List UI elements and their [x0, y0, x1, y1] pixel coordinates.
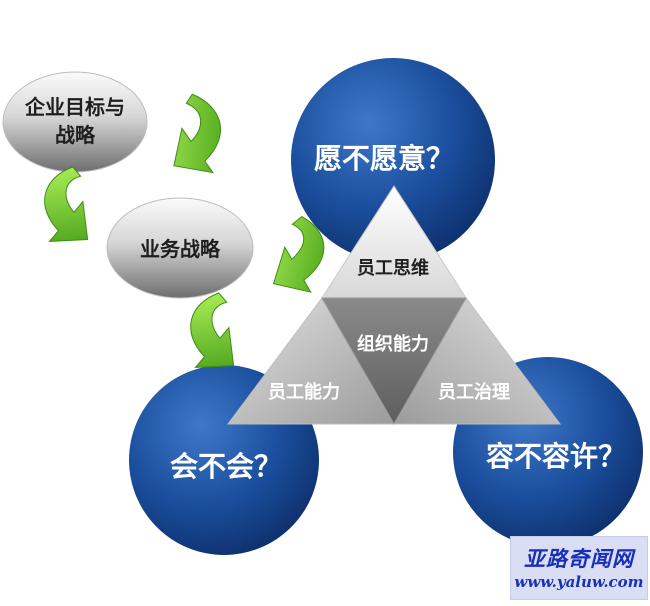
- business-strategy-bubble: [106, 197, 254, 299]
- triangle-center-segment: [321, 297, 467, 426]
- arrow-goal-to-strategy-icon: [44, 166, 89, 242]
- allowed-label: 容不容许？: [486, 440, 626, 473]
- enterprise-goal-bubble: [2, 71, 148, 173]
- able-label: 会不会？: [170, 450, 282, 483]
- business-strategy-label: 业务战略: [140, 237, 221, 261]
- triangle-center-label: 组织能力: [357, 333, 429, 355]
- arrow-strategy-to-triangle-icon: [190, 292, 235, 368]
- enterprise-goal-label-line1: 企业目标与: [24, 95, 125, 119]
- watermark-url: www.yaluw.com: [514, 573, 644, 591]
- willing-circle: [291, 58, 495, 262]
- watermark-title: 亚路奇闻网: [524, 546, 634, 571]
- arrow-triangle-to-strategy-icon: [272, 215, 325, 293]
- capability-triangle: [227, 185, 561, 426]
- arrow-strategy-to-goal-icon: [173, 93, 222, 174]
- enterprise-goal-label-line2: 战略: [55, 123, 96, 147]
- watermark: 亚路奇闻网 www.yaluw.com: [510, 536, 648, 600]
- triangle-top-label: 员工思维: [357, 257, 429, 279]
- triangle-left-label: 员工能力: [268, 381, 340, 403]
- willing-label: 愿不愿意？: [314, 142, 454, 175]
- triangle-right-label: 员工治理: [438, 381, 510, 403]
